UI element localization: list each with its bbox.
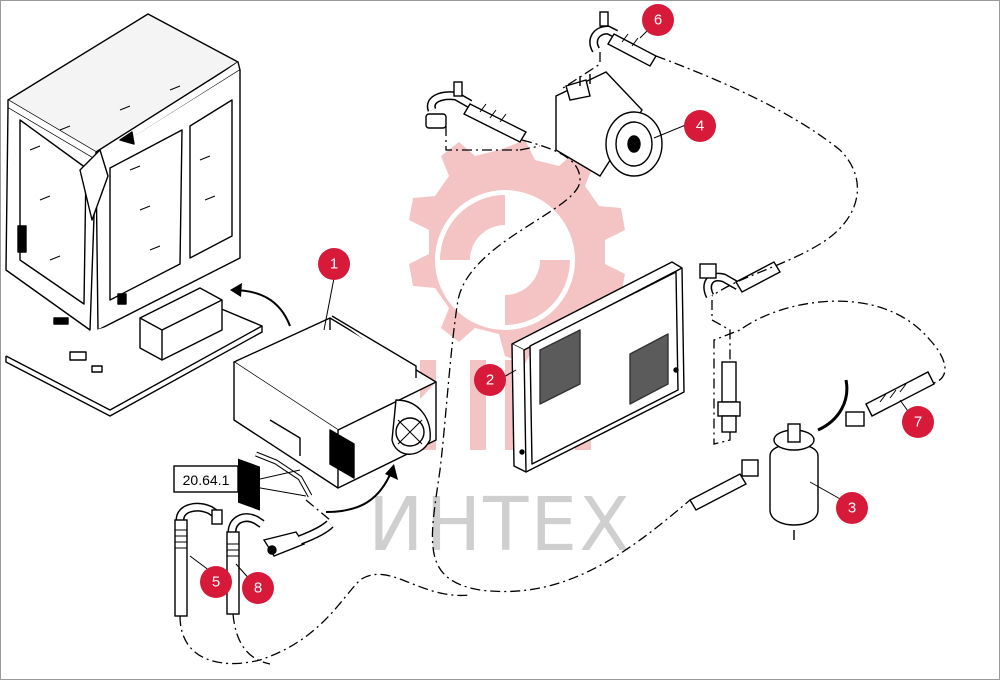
receiver-drier: [769, 379, 849, 540]
drier-inlet-fitting: [689, 459, 759, 511]
install-arrow-to-unit: [325, 469, 393, 513]
watermark-text: ИНТЕХ: [368, 482, 632, 568]
callout-2[interactable]: 2: [474, 364, 506, 396]
condenser-outlet-fitting: [699, 261, 781, 299]
callout-1[interactable]: 1: [318, 248, 350, 280]
callout-7-label: 7: [914, 414, 922, 431]
drier-outlet-fitting: [845, 371, 935, 427]
callout-8[interactable]: 8: [242, 572, 274, 604]
callout-3-label: 3: [848, 500, 856, 517]
callout-8-label: 8: [254, 580, 262, 597]
callout-4[interactable]: 4: [684, 110, 716, 142]
reference-leader: [237, 469, 307, 497]
operator-cab: [5, 13, 263, 417]
reference-label: 20.64.1: [183, 472, 230, 488]
arrow-head-icon: [230, 283, 242, 297]
hose-assembly-8: [226, 513, 334, 615]
condenser: [511, 261, 685, 473]
suction-line-fitting: [425, 81, 527, 143]
callout-6[interactable]: 6: [642, 4, 674, 36]
discharge-line-fitting: [589, 11, 657, 67]
vertical-line-fitting: [717, 361, 741, 433]
callout-3[interactable]: 3: [836, 492, 868, 524]
callout-2-label: 2: [486, 372, 494, 389]
hvac-unit: [233, 315, 437, 511]
arrow-head-icon-2: [385, 464, 398, 480]
callout-5[interactable]: 5: [200, 566, 232, 598]
callout-5-label: 5: [212, 574, 220, 591]
callout-1-label: 1: [330, 256, 338, 273]
compressor: [555, 71, 663, 177]
callout-6-label: 6: [654, 12, 662, 29]
refrigerant-lines: [179, 52, 946, 665]
callout-7[interactable]: 7: [902, 406, 934, 438]
callout-4-label: 4: [696, 118, 704, 135]
reference-box: [173, 465, 239, 493]
hose-assembly-5: [174, 502, 223, 617]
